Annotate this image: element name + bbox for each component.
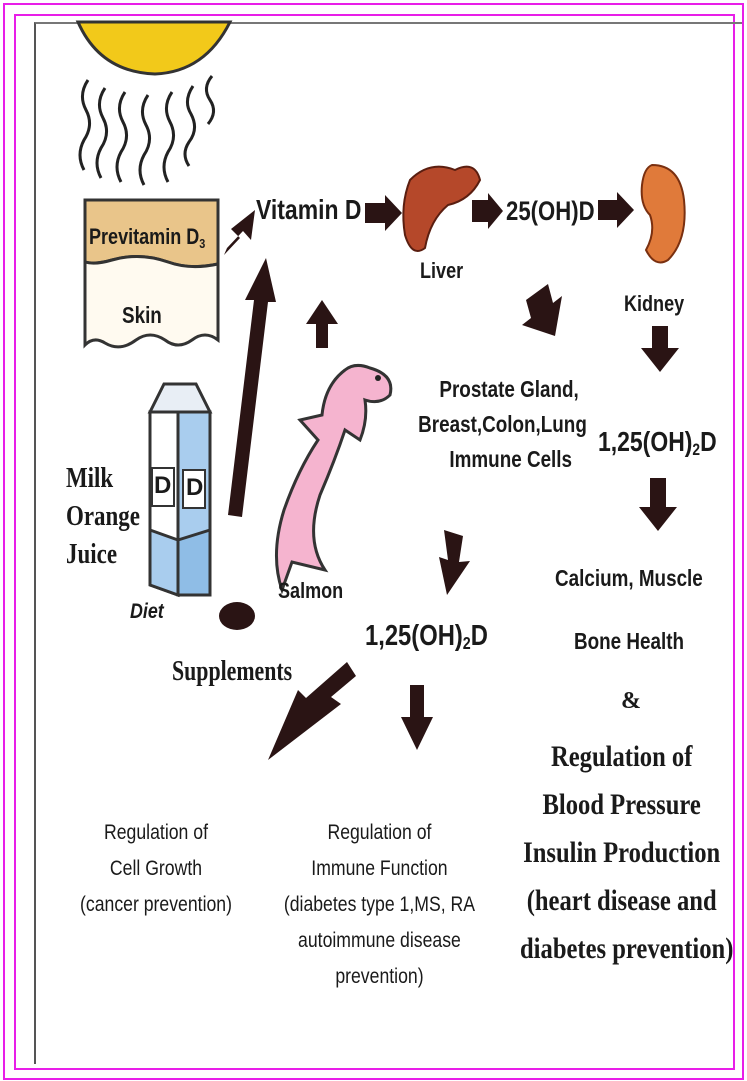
- immune-line-4: autoimmune disease: [282, 923, 477, 959]
- target-tissues-label: Prostate Gland, Breast,Colon,Lung Immune…: [428, 372, 587, 477]
- outcome-bp-line-5: diabetes prevention): [520, 925, 723, 973]
- outcome-cell-growth: Regulation of Cell Growth (cancer preven…: [72, 815, 240, 923]
- food-milk: Milk: [66, 460, 140, 498]
- skin-label: Skin: [122, 302, 162, 329]
- carton-letter-2: D: [186, 474, 204, 502]
- outcome-bp-line-2: Blood Pressure: [520, 781, 723, 829]
- cell-growth-line-3: (cancer prevention): [72, 887, 240, 923]
- liver-icon: [403, 167, 480, 251]
- target-line-1: Prostate Gland,: [428, 372, 587, 407]
- calcitriol-kidney-label: 1,25(OH)2D: [598, 426, 717, 460]
- cell-growth-line-2: Cell Growth: [72, 851, 240, 887]
- cell-growth-line-1: Regulation of: [72, 815, 240, 851]
- outcome-bone-health: Bone Health: [574, 628, 684, 655]
- outcome-bp-line-1: Regulation of: [520, 733, 723, 781]
- diet-foods-label: Milk Orange Juice: [66, 460, 140, 574]
- supplement-pill-icon: [219, 602, 255, 630]
- food-orange: Orange: [66, 498, 140, 536]
- kidney-label: Kidney: [624, 291, 684, 317]
- salmon-icon: [276, 365, 390, 590]
- previtamin-label: Previtamin D3: [89, 224, 205, 251]
- immune-line-5: prevention): [282, 959, 477, 995]
- salmon-label: Salmon: [278, 578, 343, 604]
- kidney-icon: [642, 165, 685, 262]
- calcitriol-local-label: 1,25(OH)2D: [365, 620, 488, 654]
- arrow-targets-down: [439, 530, 470, 595]
- target-line-2: Breast,Colon,Lung: [418, 407, 587, 442]
- food-juice: Juice: [66, 536, 140, 574]
- arrow-to-target-cells: [522, 284, 562, 336]
- salmon-eye: [375, 375, 381, 381]
- outcome-bp-line-3: Insulin Production: [520, 829, 723, 877]
- arrow-supplements-up: [228, 258, 276, 517]
- immune-line-2: Immune Function: [282, 851, 477, 887]
- outcome-bp-line-4: (heart disease and: [520, 877, 723, 925]
- arrow-calcitriol-down: [639, 478, 677, 531]
- arrow-liver-to-25ohd: [472, 193, 503, 229]
- arrow-skin-to-vitamin-d: [224, 210, 255, 255]
- immune-line-1: Regulation of: [282, 815, 477, 851]
- outcome-regulation-bp-insulin: Regulation of Blood Pressure Insulin Pro…: [520, 733, 723, 973]
- arrow-25ohd-to-kidney: [598, 192, 634, 228]
- liver-label: Liver: [420, 258, 463, 284]
- target-line-3: Immune Cells: [428, 442, 587, 477]
- calcidiol-label: 25(OH)D: [506, 196, 595, 227]
- immune-line-3: (diabetes type 1,MS, RA: [282, 887, 477, 923]
- vitamin-d-label: Vitamin D: [256, 194, 361, 226]
- arrow-vitamin-d-to-liver: [365, 195, 402, 231]
- arrow-salmon-up: [306, 300, 338, 348]
- ampersand: &: [621, 688, 641, 715]
- sun-icon: [78, 22, 230, 185]
- carton-letter-1: D: [154, 472, 172, 500]
- arrow-to-immune: [401, 685, 433, 750]
- outcome-calcium-muscle: Calcium, Muscle: [555, 565, 703, 592]
- supplements-label: Supplements: [172, 656, 292, 688]
- arrow-kidney-down: [641, 326, 679, 372]
- diet-label: Diet: [130, 600, 164, 624]
- outcome-immune-function: Regulation of Immune Function (diabetes …: [282, 815, 477, 995]
